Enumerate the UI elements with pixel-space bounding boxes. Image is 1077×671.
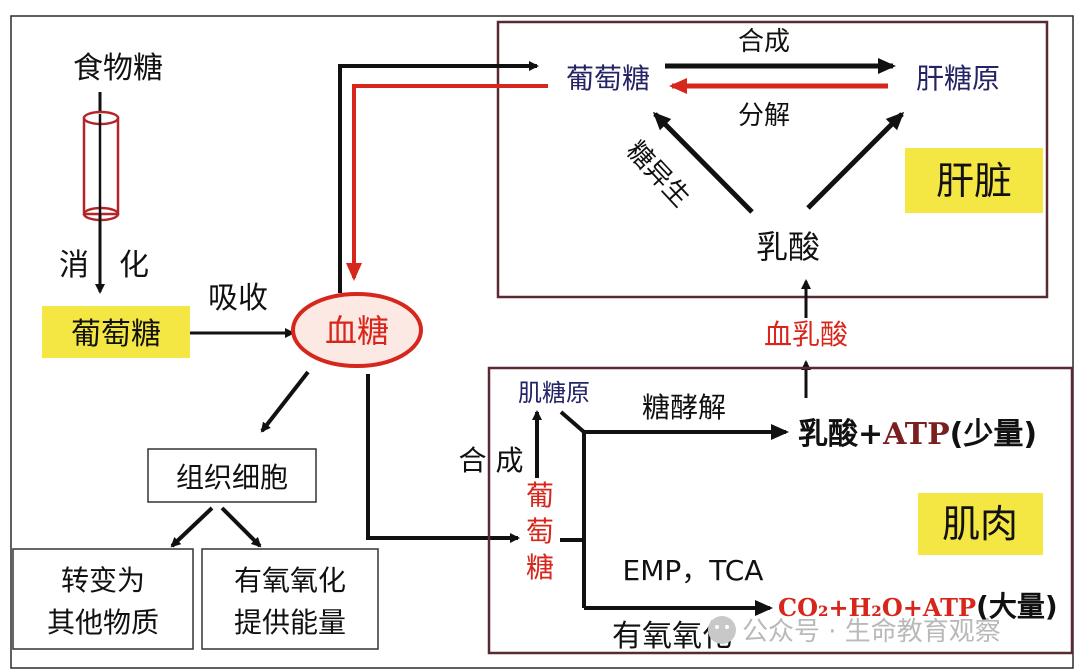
muscle-pathway-branch	[559, 410, 586, 608]
absorption-label: 吸收	[208, 281, 268, 316]
digestion-label-char-1: 消	[59, 248, 89, 283]
blood-to-muscle-arrow	[366, 374, 520, 543]
blood-to-liver-arrow	[338, 61, 539, 293]
emp-tca-label: EMP，TCA	[623, 554, 764, 587]
aerobic-result: CO₂+H₂O+ATP(大量)	[778, 590, 1058, 623]
muscle-box	[487, 366, 1074, 655]
digestion-label-char-2: 化	[119, 248, 149, 283]
muscle-title: 肌肉	[942, 502, 1018, 546]
aerobic-line-2: 提供能量	[234, 606, 346, 639]
liver-lactate: 乳酸	[756, 228, 820, 266]
lactate-atp-result: 乳酸+ATP(少量)	[798, 417, 1037, 452]
tissue-to-aerobic-arrow	[220, 506, 262, 548]
muscle-title-highlight	[918, 493, 1043, 555]
aerobic-line-1: 有氧氧化	[234, 564, 346, 597]
small-amount-label: (少量)	[950, 417, 1037, 452]
liver-title-highlight	[905, 148, 1043, 213]
aerobic-box	[201, 548, 379, 650]
blood-to-tissue-arrow	[260, 370, 310, 433]
tissue-cells-label: 组织细胞	[176, 461, 288, 494]
tissue-cells-box	[147, 448, 317, 503]
convert-box	[12, 548, 194, 650]
muscle-synthesis-label: 合 成	[459, 444, 524, 477]
tissue-to-convert-arrow	[170, 506, 214, 548]
liver-glycogen: 肝糖原	[916, 62, 1000, 95]
muscle-glucose-char-3: 糖	[526, 551, 554, 584]
liver-box	[496, 20, 1049, 299]
liver-title: 肝脏	[936, 159, 1012, 203]
watermark: 公众号 · 生命教育观察	[708, 616, 1001, 647]
watermark-text: 公众号 · 生命教育观察	[742, 617, 1001, 647]
blood-sugar-label: 血糖	[325, 312, 389, 350]
muscle-glycogen: 肌糖原	[518, 379, 590, 407]
liver-breakdown-label: 分解	[738, 101, 790, 131]
large-amount-label: (大量)	[976, 590, 1058, 623]
convert-line-2: 其他物质	[47, 606, 159, 639]
glucose-highlight	[42, 306, 190, 358]
outer-frame	[10, 15, 1074, 669]
muscle-glucose-char-1: 葡	[526, 479, 554, 512]
muscle-glucose-char-2: 萄	[526, 515, 554, 548]
wechat-icon	[708, 616, 736, 644]
gluconeogenesis-arrow	[652, 111, 754, 214]
food-sugar: 食物糖	[73, 51, 163, 86]
blood-lactate-label: 血乳酸	[764, 318, 848, 351]
atp-label: ATP	[882, 417, 950, 452]
convert-line-1: 转变为	[61, 564, 145, 597]
liver-glucose: 葡萄糖	[566, 62, 650, 95]
intestine-icon	[82, 110, 120, 222]
blood-sugar-ellipse	[291, 292, 423, 368]
muscle-lactate-label: 乳酸+	[798, 417, 883, 452]
gluconeogenesis-label: 糖异生	[620, 136, 695, 214]
absorbed-glucose: 葡萄糖	[71, 317, 161, 352]
aerobic-products-label: CO₂+H₂O+ATP	[778, 593, 976, 622]
liver-to-blood-arrow	[346, 84, 548, 281]
lactate-to-glycogen-arrow	[806, 111, 905, 210]
liver-synthesis-label: 合成	[738, 27, 790, 57]
glycolysis-label: 糖酵解	[642, 391, 726, 424]
